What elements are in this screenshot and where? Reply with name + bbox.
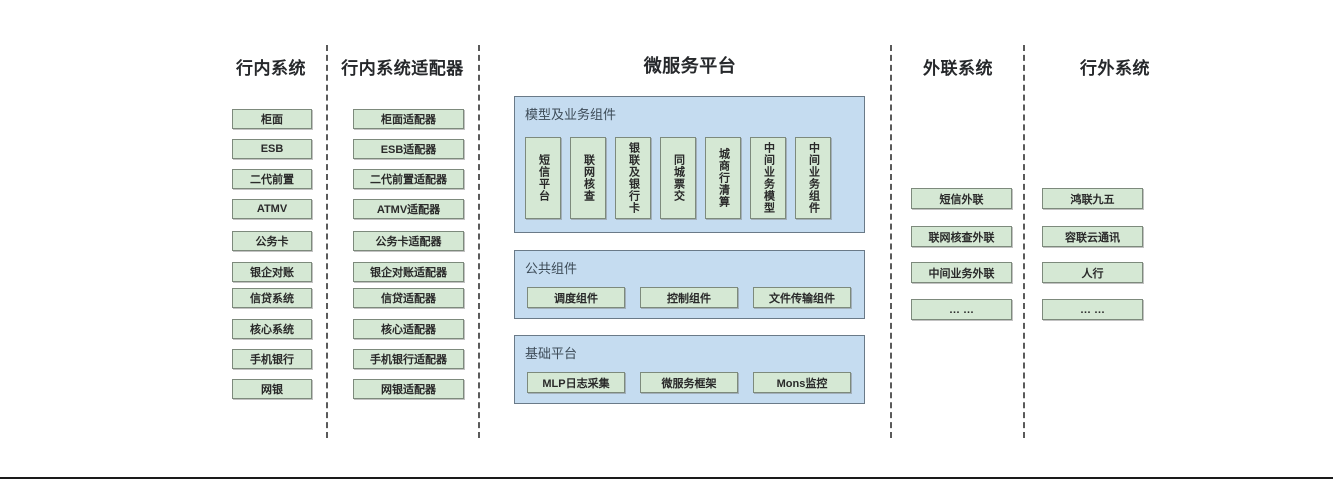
node-inner-system[interactable]: 银企对账 [232, 262, 312, 282]
node-base-platform-component[interactable]: MLP日志采集 [527, 372, 625, 393]
node-outside-bank-system[interactable]: 容联云通讯 [1042, 226, 1143, 247]
column-title-microservice-platform: 微服务平台 [643, 56, 737, 76]
node-inner-system-adapter[interactable]: 信贷适配器 [353, 288, 464, 308]
node-external-link-system[interactable]: 中间业务外联 [911, 262, 1012, 283]
node-inner-system-adapter[interactable]: 核心适配器 [353, 319, 464, 339]
node-inner-system-adapter[interactable]: 公务卡适配器 [353, 231, 464, 251]
node-inner-system[interactable]: 公务卡 [232, 231, 312, 251]
bottom-rule [0, 477, 1333, 479]
node-inner-system-adapter[interactable]: 柜面适配器 [353, 109, 464, 129]
divider-2 [478, 45, 480, 438]
node-public-component[interactable]: 文件传输组件 [753, 287, 851, 308]
node-outside-bank-system[interactable]: 鸿联九五 [1042, 188, 1143, 209]
node-inner-system[interactable]: 核心系统 [232, 319, 312, 339]
node-inner-system-adapter[interactable]: 手机银行适配器 [353, 349, 464, 369]
node-label: 同城票交 [672, 154, 685, 202]
node-inner-system[interactable]: 网银 [232, 379, 312, 399]
panel-label-base-platform: 基础平台 [525, 346, 578, 361]
node-model-component[interactable]: 短信平台 [525, 137, 561, 219]
panel-label-model-business-components: 模型及业务组件 [525, 107, 617, 122]
node-base-platform-component[interactable]: 微服务框架 [640, 372, 738, 393]
node-inner-system-adapter[interactable]: 银企对账适配器 [353, 262, 464, 282]
node-label: 短信平台 [537, 154, 550, 202]
node-inner-system-adapter[interactable]: ESB适配器 [353, 139, 464, 159]
node-inner-system-adapter[interactable]: 二代前置适配器 [353, 169, 464, 189]
panel-public-components: 公共组件 [514, 250, 865, 319]
node-label: 城商行清算 [717, 148, 730, 208]
node-outside-bank-system[interactable]: 人行 [1042, 262, 1143, 283]
divider-4 [1023, 45, 1025, 438]
node-base-platform-component[interactable]: Mons监控 [753, 372, 851, 393]
node-inner-system[interactable]: ESB [232, 139, 312, 159]
node-inner-system[interactable]: ATMV [232, 199, 312, 219]
column-title-external-link-systems: 外联系统 [923, 59, 993, 78]
node-model-component[interactable]: 联网核查 [570, 137, 606, 219]
node-model-component[interactable]: 城商行清算 [705, 137, 741, 219]
node-model-component[interactable]: 中间业务模型 [750, 137, 786, 219]
column-title-outside-bank-systems: 行外系统 [1080, 59, 1150, 78]
node-external-link-system[interactable]: 联网核查外联 [911, 226, 1012, 247]
node-public-component[interactable]: 调度组件 [527, 287, 625, 308]
divider-1 [326, 45, 328, 438]
divider-3 [890, 45, 892, 438]
node-inner-system[interactable]: 二代前置 [232, 169, 312, 189]
node-inner-system[interactable]: 手机银行 [232, 349, 312, 369]
node-label: 中间业务模型 [762, 142, 775, 214]
node-inner-system[interactable]: 信贷系统 [232, 288, 312, 308]
column-title-inner-system-adapters: 行内系统适配器 [341, 59, 464, 78]
panel-base-platform: 基础平台 [514, 335, 865, 404]
node-model-component[interactable]: 银联及银行卡 [615, 137, 651, 219]
node-inner-system-adapter[interactable]: 网银适配器 [353, 379, 464, 399]
node-inner-system-adapter[interactable]: ATMV适配器 [353, 199, 464, 219]
node-model-component[interactable]: 中间业务组件 [795, 137, 831, 219]
node-public-component[interactable]: 控制组件 [640, 287, 738, 308]
node-external-link-system[interactable]: … … [911, 299, 1012, 320]
node-label: 银联及银行卡 [627, 142, 640, 214]
node-label: 联网核查 [582, 154, 595, 202]
node-model-component[interactable]: 同城票交 [660, 137, 696, 219]
node-external-link-system[interactable]: 短信外联 [911, 188, 1012, 209]
node-label: 中间业务组件 [807, 142, 820, 214]
column-title-inner-systems: 行内系统 [236, 59, 306, 78]
node-inner-system[interactable]: 柜面 [232, 109, 312, 129]
panel-label-public-components: 公共组件 [525, 261, 578, 276]
node-outside-bank-system[interactable]: … … [1042, 299, 1143, 320]
